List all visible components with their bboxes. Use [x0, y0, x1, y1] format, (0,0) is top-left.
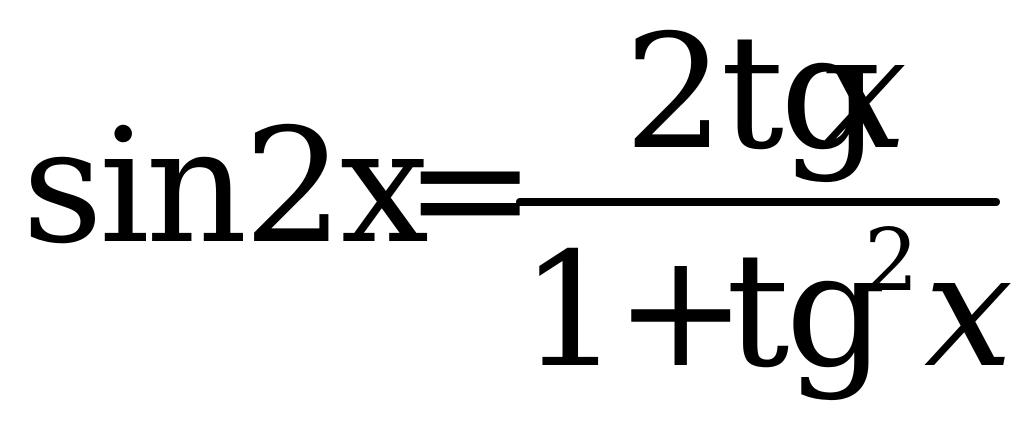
equals-sign: =: [404, 97, 537, 281]
denominator-exponent: 2: [864, 211, 919, 311]
formula-lhs: sin2x: [22, 95, 429, 279]
numerator-variable: x: [818, 1, 908, 185]
fraction-bar: [516, 198, 1000, 206]
numerator-coefficient-function: 2tg: [624, 1, 881, 185]
denominator-one-plus: 1+: [520, 219, 747, 403]
denominator-variable: x: [924, 219, 1014, 403]
denominator-function: tg: [726, 219, 887, 403]
